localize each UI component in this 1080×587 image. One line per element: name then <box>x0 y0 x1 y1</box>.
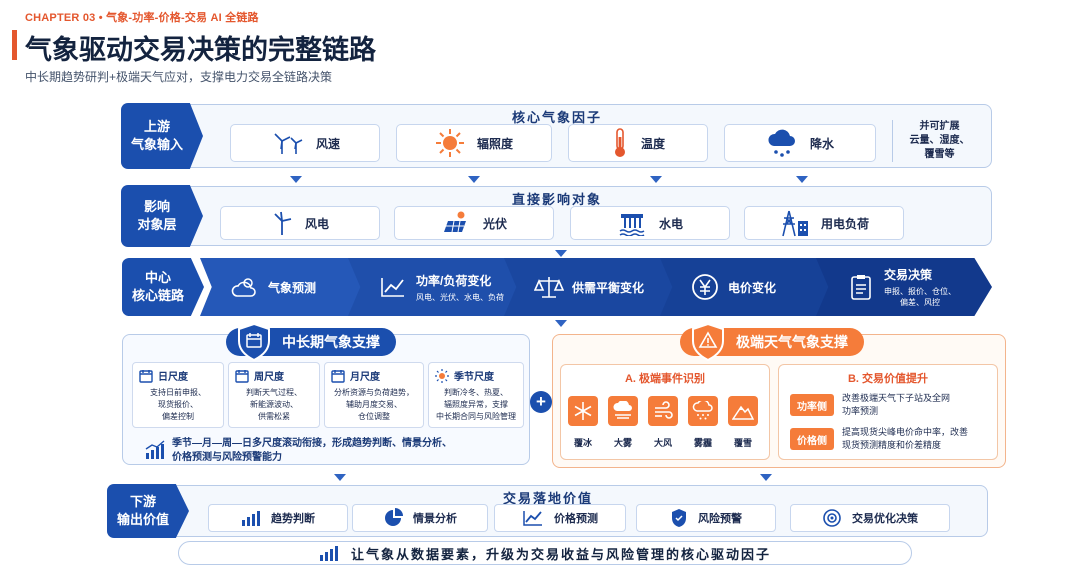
ice-icon <box>568 396 598 426</box>
chain-step-power-load: 功率/负荷变化风电、光伏、水电、负荷 <box>348 258 524 316</box>
line-chart-icon <box>523 511 542 526</box>
wind-turbine-icon <box>274 211 292 235</box>
value-heading: B. 交易价值提升 <box>847 373 929 385</box>
object-card-load: 用电负荷 <box>744 206 904 240</box>
core-chain: 中心 核心链路 气象预测 功率/负荷变化风电、光伏、水电、负荷 供需平衡变化 电… <box>122 258 992 316</box>
power-tower-icon <box>782 210 808 237</box>
event-label-fog: 大雾 <box>613 438 632 448</box>
hydro-dam-icon <box>619 214 645 236</box>
chapter-label: CHAPTER 03 • 气象-功率-价格-交易 AI 全链路 <box>25 12 259 24</box>
trend-bars-icon <box>242 511 260 526</box>
slogan-bar: 让气象从数据要素，升级为交易收益与风险管理的核心驱动因子 <box>178 541 912 565</box>
chain-step-weather-forecast: 气象预测 <box>200 258 368 316</box>
object-card-solar: 光伏 <box>394 206 554 240</box>
upstream-label: 上游 气象输入 <box>121 103 203 169</box>
value-text-price: 提高现货尖峰电价命中率，改善 现货预测精度和价差精度 <box>842 427 969 450</box>
down-arrow-icon <box>555 320 567 327</box>
factor-label: 辐照度 <box>476 136 513 151</box>
down-arrow-icon <box>555 250 567 257</box>
pie-chart-icon <box>385 508 403 526</box>
down-arrow-icon <box>796 176 808 183</box>
object-card-hydro: 水电 <box>570 206 730 240</box>
line-chart-icon <box>381 278 404 297</box>
down-arrow-icon <box>650 176 662 183</box>
object-label: 风电 <box>304 216 329 231</box>
output-card-trend: 趋势判断 <box>208 504 348 532</box>
mid-long-title: 中长期气象支撑 <box>226 323 396 361</box>
plus-icon: + <box>530 391 552 413</box>
scale-card-week: 周尺度 判断天气过程、 新能源波动、 供需松紧 <box>228 362 320 428</box>
impact-label: 影响 对象层 <box>121 185 203 247</box>
cloud-sun-icon <box>231 278 256 297</box>
target-icon <box>823 509 841 527</box>
scale-card-day: 日尺度 支持日前申报、 现货报价、 偏差控制 <box>132 362 224 428</box>
shield-icon <box>672 509 686 527</box>
downstream-label: 下游 输出价值 <box>107 484 189 538</box>
fog-icon <box>608 396 638 426</box>
factor-card-irradiance: 辐照度 <box>396 124 552 162</box>
factor-label: 温度 <box>640 136 665 151</box>
down-arrow-icon <box>334 474 346 481</box>
downstream-heading: 交易落地价值 <box>502 491 593 506</box>
growth-chart-icon <box>319 546 338 561</box>
scale-card-month: 月尺度 分析资源与负荷趋势， 辅助月度交易、 仓位调整 <box>324 362 424 428</box>
event-label-snow: 覆雪 <box>733 438 752 448</box>
object-label: 用电负荷 <box>820 216 869 231</box>
output-card-scenario: 情景分析 <box>352 504 488 532</box>
impact-heading: 直接影响对象 <box>511 192 602 207</box>
mid-long-footer: 季节—月—周—日多尺度滚动衔接，形成趋势判断、情景分析、 价格预测与风险预警能力 <box>172 438 452 463</box>
event-heading: A. 极端事件识别 <box>624 373 706 385</box>
gale-icon <box>648 396 678 426</box>
factor-card-temperature: 温度 <box>568 124 708 162</box>
event-label-ice: 覆冰 <box>573 438 592 448</box>
chain-step-supply-demand: 供需平衡变化 <box>504 258 680 316</box>
upstream-heading: 核心气象因子 <box>511 110 602 125</box>
output-card-price: 价格预测 <box>494 504 626 532</box>
balance-scale-icon <box>534 277 564 298</box>
output-card-risk: 风险预警 <box>636 504 776 532</box>
wind-turbine-icon <box>274 133 303 154</box>
yen-coin-icon <box>692 274 718 300</box>
core-chain-label: 中心 核心链路 <box>122 258 204 316</box>
factor-label: 风速 <box>315 136 340 151</box>
event-label-haze: 雾霾 <box>693 438 712 448</box>
page-title: 气象驱动交易决策的完整链路 <box>25 35 376 65</box>
calendar-shield-icon <box>238 323 270 361</box>
page-subtitle: 中长期趋势研判+极端天气应对，支撑电力交易全链路决策 <box>25 70 333 84</box>
snow-mountain-icon <box>728 396 758 426</box>
value-tag-price: 价格侧 <box>790 428 834 450</box>
chain-step-trade-decision: 交易决策申报、报价、仓位、 偏差、风控 <box>816 258 992 316</box>
title-accent-bar <box>12 30 17 60</box>
object-card-wind: 风电 <box>220 206 380 240</box>
extreme-title: 极端天气气象支撑 <box>680 323 864 361</box>
down-arrow-icon <box>290 176 302 183</box>
solar-panel-icon <box>443 211 466 233</box>
factor-card-rain: 降水 <box>724 124 876 162</box>
factor-card-wind: 风速 <box>230 124 380 162</box>
growth-chart-icon <box>145 440 165 459</box>
haze-icon <box>688 396 718 426</box>
extend-note: 并可扩展 云量、湿度、 覆雪等 <box>892 120 980 162</box>
value-tag-power: 功率侧 <box>790 394 834 416</box>
value-text-power: 改善极端天气下子站及全网 功率预测 <box>842 393 951 416</box>
calendar-icon <box>331 369 345 383</box>
object-label: 光伏 <box>482 216 507 231</box>
season-sun-icon <box>435 368 449 383</box>
rain-cloud-icon <box>768 129 795 157</box>
output-card-optimize: 交易优化决策 <box>790 504 950 532</box>
calendar-icon <box>139 369 153 383</box>
chain-step-price-change: 电价变化 <box>660 258 836 316</box>
down-arrow-icon <box>760 474 772 481</box>
warning-shield-icon <box>692 323 724 361</box>
sun-icon <box>435 129 464 157</box>
scale-card-season: 季节尺度 判断冷冬、热夏、 辐照度异常，支撑 中长期合同与风险管理 <box>428 362 524 428</box>
slogan-text: 让气象从数据要素，升级为交易收益与风险管理的核心驱动因子 <box>350 546 771 562</box>
event-label-gale: 大风 <box>653 438 672 448</box>
clipboard-icon <box>851 275 871 300</box>
factor-label: 降水 <box>809 136 834 151</box>
calendar-icon <box>235 369 249 383</box>
thermometer-icon <box>614 128 625 157</box>
object-label: 水电 <box>658 216 683 231</box>
down-arrow-icon <box>468 176 480 183</box>
